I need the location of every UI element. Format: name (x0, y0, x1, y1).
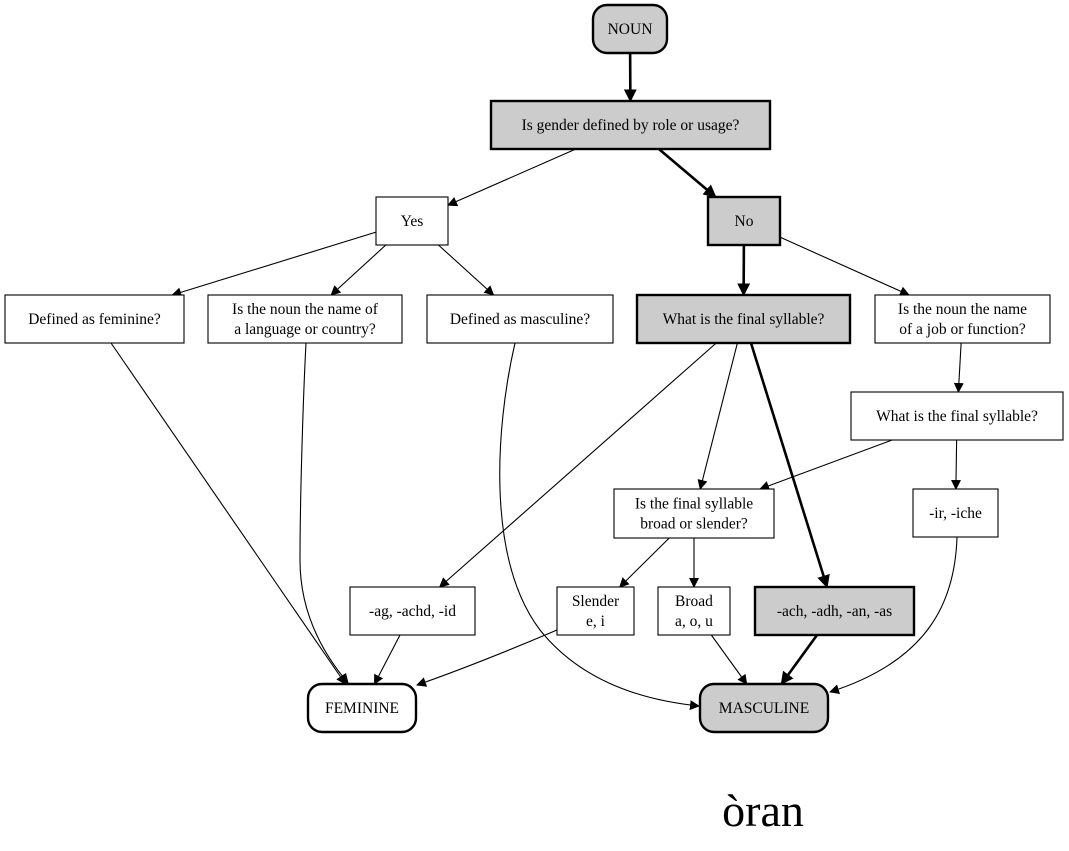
node-job: Is the noun the name of a job or function… (874, 294, 1051, 344)
node-slender: Slender e, i (556, 586, 635, 636)
edge-broad-to-masculine (710, 634, 748, 685)
node-no: No (706, 195, 782, 247)
node-noun-label: NOUN (608, 21, 653, 38)
node-no-label: No (735, 213, 754, 230)
node-q-role-label: Is gender defined by role or usage? (522, 117, 740, 134)
node-noun-box (591, 3, 669, 55)
node-def-fem-label: Defined as feminine? (28, 311, 161, 328)
edge-yes-to-def_fem (171, 231, 377, 298)
node-slender-label: Slender (572, 593, 620, 610)
edge-def_masc-to-masculine (499, 342, 700, 711)
node-lang-label: Is the noun the name of (232, 301, 379, 318)
node-final1: What is the final syllable? (635, 293, 852, 345)
edge-no-to-job (779, 236, 910, 296)
node-ag: -ag, -achd, -id (349, 586, 476, 636)
node-noun: NOUN (591, 3, 669, 55)
node-masculine: MASCULINE (698, 682, 830, 734)
node-no-box (706, 195, 782, 247)
edge-def_fem-to-feminine (110, 342, 347, 685)
node-def-masc-box (426, 294, 614, 344)
node-final1-box (635, 293, 852, 345)
node-ach-label: -ach, -adh, -an, -as (777, 603, 892, 620)
node-lang-box (207, 294, 403, 344)
edge-final2-to-ir (951, 439, 962, 490)
node-def-fem-box (4, 294, 185, 344)
node-ach: -ach, -adh, -an, -as (753, 585, 916, 637)
edge-yes-to-def_masc (438, 244, 495, 296)
node-broad-q: Is the final syllable broad or slender? (613, 488, 775, 539)
node-q-role-box (489, 99, 772, 151)
node-slender-label: e, i (586, 613, 606, 630)
node-lang-label: a language or country? (234, 321, 376, 338)
node-ach-box (753, 585, 916, 637)
node-broad-q-box (613, 488, 775, 539)
node-broad: Broad a, o, u (657, 586, 731, 636)
node-broad-q-label: Is the final syllable (635, 496, 753, 513)
node-yes-label: Yes (401, 213, 424, 230)
nodes: NOUN Is gender defined by role or usage? Y… (4, 3, 1064, 734)
edge-ag-to-feminine (374, 634, 401, 685)
node-final2: What is the final syllable? (850, 391, 1064, 441)
edge-lang-to-feminine (299, 342, 349, 684)
node-feminine: FEMININE (306, 682, 418, 734)
node-masculine-box (698, 682, 830, 734)
node-final1-label: What is the final syllable? (663, 311, 825, 328)
edge-yes-to-lang (330, 244, 387, 296)
edge-job-to-final2 (953, 342, 964, 393)
node-yes-box (375, 196, 449, 246)
edge-broad_q-to-slender (619, 537, 670, 588)
node-job-label: Is the noun the name (898, 301, 1027, 318)
edge-final1-to-ach (749, 342, 830, 589)
node-final2-box (850, 391, 1064, 441)
edge-final2-to-broad_q (759, 439, 893, 491)
node-def-fem: Defined as feminine? (4, 294, 185, 344)
node-lang: Is the noun the name of a language or cou… (207, 294, 403, 344)
node-q-role: Is gender defined by role or usage? (489, 99, 772, 151)
edge-q_role-to-yes (447, 148, 577, 207)
node-masculine-label: MASCULINE (719, 700, 809, 717)
node-yes: Yes (375, 196, 449, 246)
node-ag-box (349, 586, 476, 636)
example-word: òran (722, 785, 804, 836)
node-feminine-box (306, 682, 418, 734)
edge-ir-to-masculine (829, 536, 958, 695)
edge-ach-to-masculine (780, 634, 819, 686)
node-slender-box (556, 586, 635, 636)
node-ir: -ir, -iche (912, 488, 999, 538)
node-job-box (874, 294, 1051, 344)
edge-final1-to-broad_q (697, 342, 738, 490)
edge-q_role-to-no (658, 148, 717, 198)
node-ir-label: -ir, -iche (929, 505, 982, 522)
node-broad-box (657, 586, 731, 636)
edge-slender-to-feminine (416, 629, 558, 687)
node-def-masc: Defined as masculine? (426, 294, 614, 344)
node-final2-label: What is the final syllable? (876, 408, 1038, 425)
node-broad-label: a, o, u (675, 613, 713, 630)
node-feminine-label: FEMININE (325, 700, 399, 717)
node-ag-label: -ag, -achd, -id (369, 603, 456, 620)
node-broad-q-label: broad or slender? (640, 516, 748, 533)
node-job-label: of a job or function? (899, 321, 1026, 338)
node-ir-box (912, 488, 999, 538)
edges (110, 52, 964, 711)
node-broad-label: Broad (675, 593, 713, 610)
node-def-masc-label: Defined as masculine? (450, 311, 590, 328)
edge-final1-to-ag (438, 342, 717, 588)
